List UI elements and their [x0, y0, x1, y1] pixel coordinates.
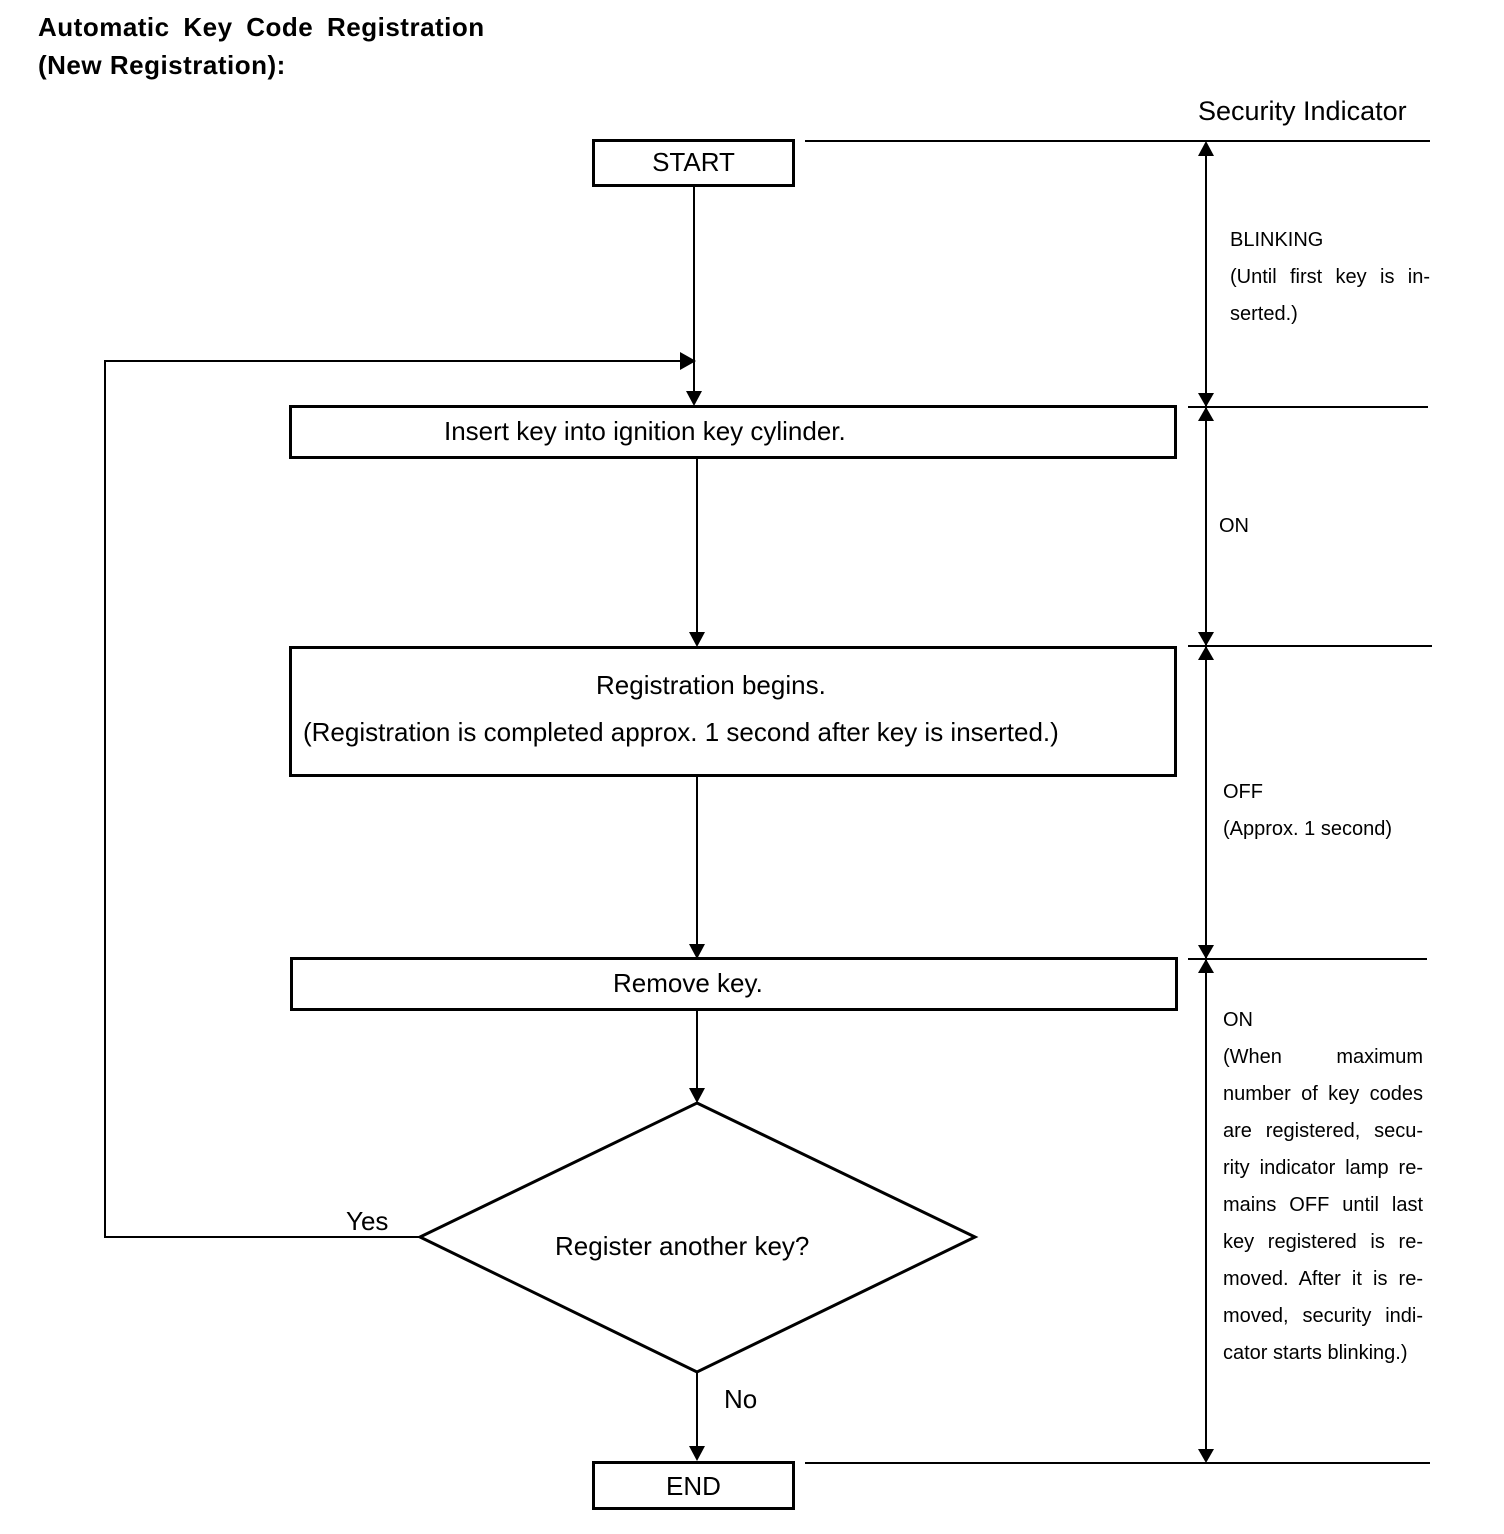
timeline-arrow-down-3	[1198, 945, 1214, 959]
indicator-on-final-note: moved, security indi-	[1223, 1305, 1423, 1327]
indicator-blinking-note: (Until first key is in-	[1230, 266, 1430, 288]
indicator-on-final-note: are registered, secu-	[1223, 1120, 1423, 1142]
timeline-arrow-down-1	[1198, 393, 1214, 407]
indicator-on-final-note: mains OFF until last	[1223, 1194, 1423, 1216]
no-branch-label: No	[724, 1384, 758, 1414]
arrowhead-end	[689, 1446, 705, 1461]
diagram-subtitle: (New Registration):	[38, 50, 286, 80]
indicator-on: ON	[1219, 508, 1249, 545]
indicator-off-state: OFF	[1223, 781, 1263, 803]
indicator-on-final-note: number of key codes	[1223, 1083, 1423, 1105]
indicator-off: OFF (Approx. 1 second)	[1223, 774, 1423, 848]
connector-yes-loop	[104, 360, 680, 1238]
security-indicator-header: Security Indicator	[1198, 96, 1407, 126]
timeline-arrow-down-4	[1198, 1449, 1214, 1463]
timeline-arrow-up-1	[1198, 141, 1214, 156]
indicator-on-final-state: ON	[1223, 1009, 1253, 1031]
insert-key-label: Insert key into ignition key cylinder.	[444, 416, 846, 446]
registration-label: Registration begins.	[596, 670, 826, 700]
remove-key-box	[290, 957, 1178, 1011]
registration-note: (Registration is completed approx. 1 sec…	[303, 717, 1059, 747]
decision-diamond	[416, 1101, 979, 1374]
arrowhead-loop	[680, 352, 696, 370]
start-label: START	[652, 147, 735, 177]
arrowhead-insert	[686, 391, 702, 406]
indicator-on-final: ON (When maximum number of key codes are…	[1223, 1002, 1423, 1372]
timeline-arrow-up-3	[1198, 646, 1214, 660]
indicator-on-final-note: moved. After it is re-	[1223, 1268, 1423, 1290]
timeline-arrow-up-4	[1198, 959, 1214, 973]
indicator-blinking-state: BLINKING	[1230, 229, 1324, 251]
indicator-on-final-note: rity indicator lamp re-	[1223, 1157, 1423, 1179]
arrowhead-registration	[689, 632, 705, 647]
insert-key-box	[289, 405, 1177, 459]
indicator-on-final-note: key registered is re-	[1223, 1231, 1423, 1253]
remove-key-label: Remove key.	[613, 968, 763, 998]
arrowhead-remove	[689, 944, 705, 959]
diagram-title: Automatic Key Code Registration	[38, 12, 485, 42]
indicator-on-final-note: (When maximum	[1223, 1046, 1423, 1068]
yes-branch-label: Yes	[346, 1206, 389, 1236]
timeline-arrow-up-2	[1198, 407, 1214, 421]
end-label: END	[666, 1471, 721, 1501]
indicator-blinking: BLINKING (Until first key is in- serted.…	[1230, 222, 1430, 333]
indicator-blinking-note: serted.)	[1230, 303, 1298, 325]
end-box	[592, 1461, 795, 1510]
registration-box	[289, 646, 1177, 777]
timeline-arrow-down-2	[1198, 632, 1214, 646]
start-box	[592, 139, 795, 187]
indicator-off-note: (Approx. 1 second)	[1223, 818, 1392, 840]
decision-label: Register another key?	[555, 1231, 810, 1261]
indicator-on-state: ON	[1219, 515, 1249, 537]
arrowhead-decision	[689, 1088, 705, 1103]
indicator-on-final-note: cator starts blinking.)	[1223, 1342, 1408, 1364]
